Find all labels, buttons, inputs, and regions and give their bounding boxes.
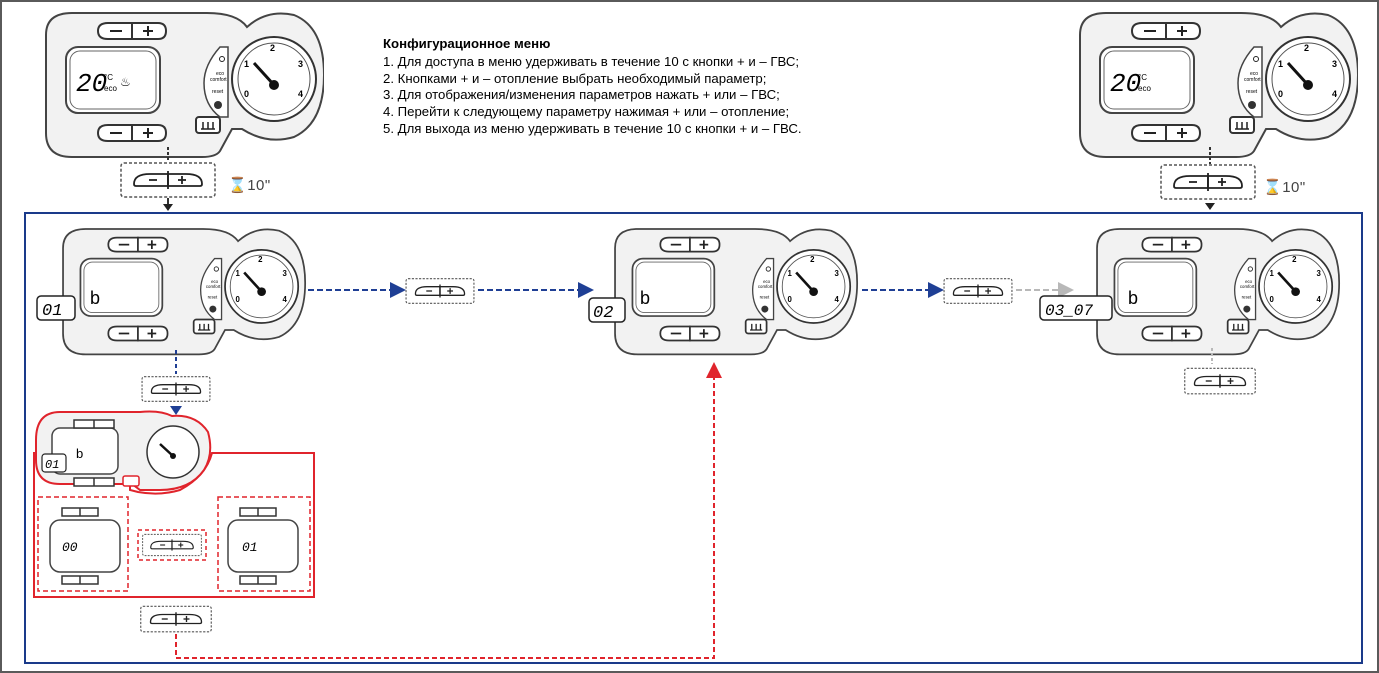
- svg-text:°C: °C: [1138, 73, 1147, 82]
- submenu-frame: [33, 452, 315, 598]
- svg-text:01: 01: [242, 540, 258, 555]
- svg-text:03_07: 03_07: [1045, 302, 1093, 320]
- svg-text:eco: eco: [104, 84, 117, 93]
- svg-text:°C: °C: [104, 73, 113, 82]
- menu-step-4: 4. Перейти к следующему параметру нажима…: [383, 104, 790, 120]
- svg-text:b: b: [640, 288, 650, 308]
- hold-10s-label-right: ⌛10": [1263, 179, 1306, 196]
- menu-step-1: 1. Для доступа в меню удерживать в течен…: [383, 53, 800, 69]
- svg-text:01: 01: [45, 458, 59, 472]
- menu-area-frame: [24, 212, 1363, 664]
- panel-standby-right: 20 °C eco: [1078, 11, 1358, 159]
- button-box-next-2[interactable]: [943, 278, 1013, 304]
- svg-text:b: b: [76, 446, 83, 461]
- panel-param-01-values: 01 b: [35, 410, 212, 491]
- svg-text:b: b: [1128, 288, 1138, 308]
- menu-step-5: 5. Для выхода из меню удерживать в течен…: [383, 120, 802, 136]
- button-box-exit-menu[interactable]: [1184, 367, 1256, 395]
- button-box-enter[interactable]: [120, 162, 216, 198]
- svg-text:00: 00: [62, 540, 78, 555]
- button-box-next-1[interactable]: [405, 278, 475, 304]
- svg-text:b: b: [90, 288, 100, 308]
- button-box-open-param[interactable]: [141, 376, 211, 402]
- panel-standby-left: 20 °C eco ♨: [44, 11, 324, 159]
- menu-step-3: 3. Для отображения/изменения параметров …: [383, 87, 780, 103]
- menu-instructions: Конфигурационное меню 1. Для доступа в м…: [383, 36, 1033, 138]
- panel-param-03-07: 03_07 b: [1039, 227, 1341, 356]
- svg-text:20: 20: [1110, 69, 1141, 99]
- menu-step-2: 2. Кнопками + и – отопление выбрать необ…: [383, 70, 767, 86]
- hourglass-icon: ⌛: [1263, 179, 1283, 196]
- hourglass-icon: ⌛: [228, 177, 248, 194]
- arrow-down-icon: [1205, 203, 1215, 210]
- button-box-confirm-value[interactable]: [140, 605, 212, 633]
- svg-text:eco: eco: [1138, 84, 1151, 93]
- arrow-down-icon: [170, 406, 182, 415]
- button-box-next-value[interactable]: [137, 529, 207, 561]
- button-box-exit[interactable]: [1160, 164, 1256, 200]
- svg-text:01: 01: [42, 302, 62, 321]
- panel-param-01: 01 b: [36, 227, 307, 356]
- arrow-down-icon: [163, 204, 173, 211]
- panel-param-02: 02 b: [588, 227, 859, 356]
- menu-title: Конфигурационное меню: [383, 36, 551, 51]
- standby-temperature: 20: [76, 69, 107, 99]
- flame-icon: ♨: [120, 75, 131, 89]
- panel-value-00: 00: [37, 496, 129, 592]
- svg-text:02: 02: [593, 304, 613, 323]
- hold-10s-label-left: ⌛10": [228, 177, 271, 194]
- panel-value-01: 01: [217, 496, 311, 592]
- return-arrow: [175, 362, 722, 659]
